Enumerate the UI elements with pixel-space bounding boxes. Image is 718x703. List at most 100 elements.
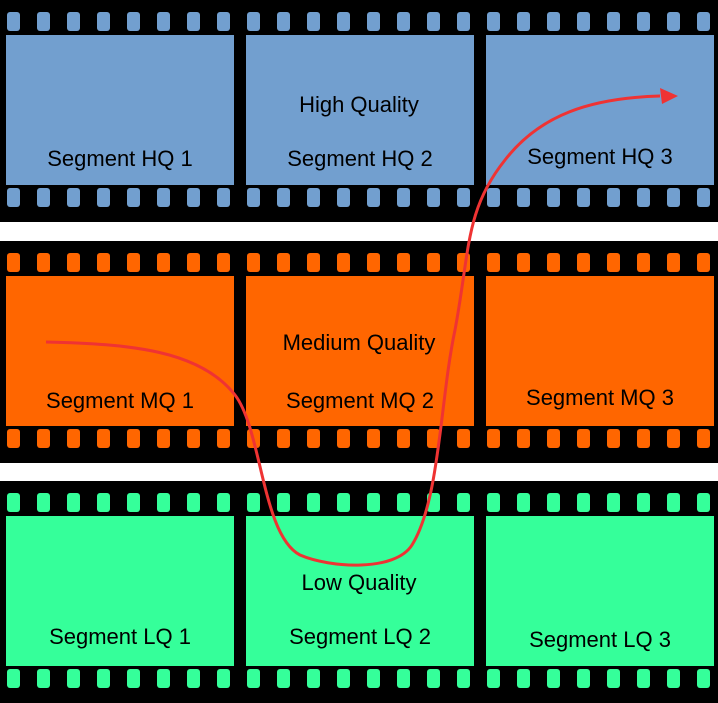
quality-switch-curve xyxy=(45,94,661,567)
sprocket-hole xyxy=(337,12,350,31)
sprocket-hole xyxy=(547,669,560,688)
frame-3 xyxy=(486,35,714,185)
sprocket-hole xyxy=(247,669,260,688)
segment-label: Segment MQ 3 xyxy=(526,385,674,410)
sprocket-hole xyxy=(337,253,350,272)
frame-3 xyxy=(486,516,714,666)
sprocket-hole xyxy=(97,429,110,448)
sprocket-hole xyxy=(307,188,320,207)
sprocket-hole xyxy=(127,429,140,448)
sprocket-hole xyxy=(547,429,560,448)
sprocket-hole xyxy=(637,429,650,448)
sprocket-hole xyxy=(247,493,260,512)
sprocket-hole xyxy=(247,188,260,207)
sprocket-hole xyxy=(547,493,560,512)
sprocket-hole xyxy=(607,493,620,512)
sprocket-hole xyxy=(277,253,290,272)
frame-1 xyxy=(6,35,234,185)
segment-label: Segment MQ 1 xyxy=(46,388,194,413)
sprocket-hole xyxy=(547,188,560,207)
sprocket-hole xyxy=(187,253,200,272)
sprocket-hole xyxy=(397,253,410,272)
sprocket-hole xyxy=(427,429,440,448)
sprocket-hole xyxy=(97,12,110,31)
sprocket-hole xyxy=(337,188,350,207)
sprocket-hole xyxy=(487,429,500,448)
sprocket-hole xyxy=(427,669,440,688)
sprocket-hole xyxy=(667,188,680,207)
segment-label: Segment HQ 1 xyxy=(47,146,193,171)
sprocket-hole xyxy=(457,188,470,207)
sprocket-hole xyxy=(97,493,110,512)
sprocket-hole xyxy=(367,253,380,272)
sprocket-hole xyxy=(667,253,680,272)
segment-label: Segment HQ 3 xyxy=(527,144,673,169)
frame-1 xyxy=(6,276,234,426)
sprocket-hole xyxy=(607,429,620,448)
segment-label: Segment LQ 3 xyxy=(529,627,671,652)
sprocket-hole xyxy=(667,12,680,31)
sprocket-hole xyxy=(277,493,290,512)
sprocket-hole xyxy=(667,669,680,688)
sprocket-hole xyxy=(337,493,350,512)
sprocket-hole xyxy=(217,493,230,512)
sprocket-hole xyxy=(67,12,80,31)
sprocket-hole xyxy=(577,188,590,207)
sprocket-hole xyxy=(577,253,590,272)
sprocket-hole xyxy=(457,493,470,512)
sprocket-hole xyxy=(97,253,110,272)
sprocket-hole xyxy=(157,429,170,448)
sprocket-hole xyxy=(277,669,290,688)
sprocket-hole xyxy=(607,12,620,31)
sprocket-hole xyxy=(397,188,410,207)
sprocket-hole xyxy=(7,253,20,272)
sprocket-hole xyxy=(367,669,380,688)
segment-label: Segment MQ 2 xyxy=(286,388,434,413)
frame-1 xyxy=(6,516,234,666)
sprocket-hole xyxy=(517,493,530,512)
sprocket-hole xyxy=(517,253,530,272)
sprocket-hole xyxy=(637,253,650,272)
sprocket-hole xyxy=(37,429,50,448)
sprocket-hole xyxy=(187,12,200,31)
sprocket-hole xyxy=(7,669,20,688)
sprocket-hole xyxy=(187,493,200,512)
sprocket-hole xyxy=(7,12,20,31)
sprocket-hole xyxy=(217,12,230,31)
sprocket-hole xyxy=(517,188,530,207)
sprocket-hole xyxy=(427,253,440,272)
sprocket-hole xyxy=(697,253,710,272)
sprocket-hole xyxy=(637,669,650,688)
sprocket-hole xyxy=(487,253,500,272)
sprocket-hole xyxy=(247,253,260,272)
sprocket-hole xyxy=(457,669,470,688)
sprocket-hole xyxy=(607,188,620,207)
sprocket-hole xyxy=(187,429,200,448)
sprocket-hole xyxy=(337,669,350,688)
sprocket-hole xyxy=(277,188,290,207)
sprocket-hole xyxy=(487,493,500,512)
frame-3 xyxy=(486,276,714,426)
sprocket-hole xyxy=(97,669,110,688)
sprocket-hole xyxy=(457,429,470,448)
sprocket-hole xyxy=(637,188,650,207)
sprocket-hole xyxy=(37,188,50,207)
segment-label: Segment LQ 2 xyxy=(289,624,431,649)
sprocket-hole xyxy=(157,669,170,688)
sprocket-hole xyxy=(7,493,20,512)
sprocket-hole xyxy=(427,12,440,31)
sprocket-hole xyxy=(37,669,50,688)
sprocket-hole xyxy=(307,669,320,688)
sprocket-hole xyxy=(397,12,410,31)
arrow-head-icon xyxy=(660,88,678,104)
sprocket-hole xyxy=(547,253,560,272)
sprocket-hole xyxy=(337,429,350,448)
sprocket-hole xyxy=(127,493,140,512)
sprocket-hole xyxy=(217,188,230,207)
sprocket-hole xyxy=(517,12,530,31)
sprocket-hole xyxy=(457,12,470,31)
sprocket-hole xyxy=(577,12,590,31)
